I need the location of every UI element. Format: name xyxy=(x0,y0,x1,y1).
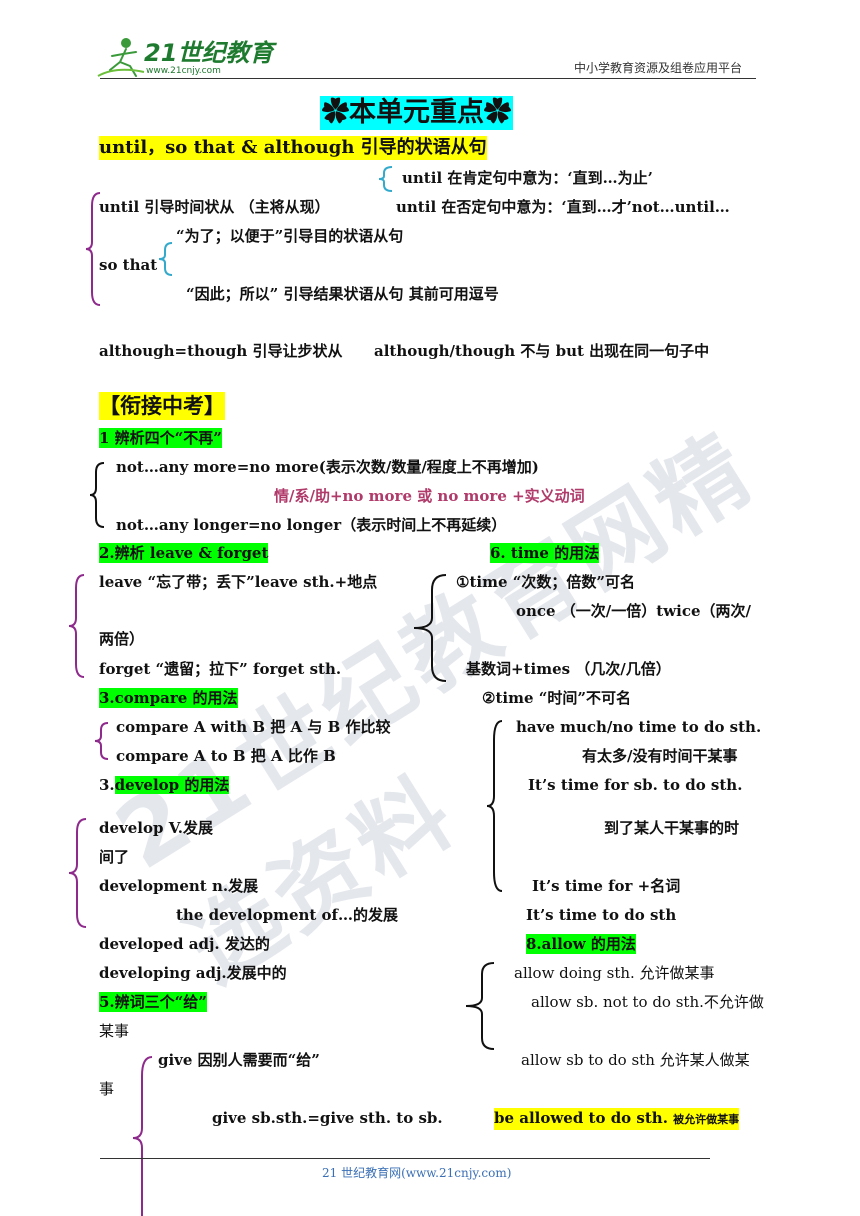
s6-a-text: ①time “次数；倍数”可名 xyxy=(456,573,635,591)
runner-logo-icon xyxy=(97,38,145,77)
developed-text: developed adj. 发达的 xyxy=(99,935,270,953)
sothat-purpose-text: “为了；以便于”引导目的状语从句 xyxy=(176,227,404,245)
brace-icon xyxy=(378,166,393,192)
logo-url-text: www.21cnjy.com xyxy=(146,66,221,76)
heading-8: 8.allow 的用法 xyxy=(526,934,636,954)
s6-f-text: 有太多/没有时间干某事 xyxy=(582,747,738,765)
give-b-text: give sb.sth.=give sth. to sb. xyxy=(212,1109,443,1127)
give-a-text: give 因别人需要而“给” xyxy=(158,1051,320,1069)
section-heading: 【衔接中考】 xyxy=(99,392,225,420)
s6-j-text: It’s time to do sth xyxy=(526,906,677,924)
allow-a-text: allow doing sth. 允许做某事 xyxy=(514,964,715,982)
heading-3: 3.compare 的用法 xyxy=(99,688,238,708)
forget-text: forget “遗留；拉下” forget sth. xyxy=(99,660,342,678)
developing-text: developing adj.发展中的 xyxy=(99,964,287,982)
brace-icon xyxy=(158,242,173,276)
platform-text: 中小学教育资源及组卷应用平台 xyxy=(574,61,743,75)
s1-a-text: not…any more=no more(表示次数/数量/程度上不再增加) xyxy=(116,458,539,476)
heading-6: 6. time 的用法 xyxy=(490,543,600,563)
heading-2: 2.辨析 leave & forget xyxy=(99,543,269,563)
brace-icon xyxy=(94,722,109,760)
s6-c-text: 基数词+times （几次/几倍） xyxy=(466,660,671,678)
logo-main-text: 21世纪教育 xyxy=(144,39,274,67)
develop-text: develop V.发展 xyxy=(99,819,213,837)
heading-3b-prefix: 3. xyxy=(99,776,115,794)
s6-e-text: have much/no time to do sth. xyxy=(516,718,762,736)
heading-5: 5.辨词三个“给” xyxy=(99,992,207,1012)
sothat-label: so that xyxy=(99,256,158,274)
s6-b-text: once （一次/一倍）twice（两次/ xyxy=(516,602,751,620)
brace-icon xyxy=(68,818,87,928)
brace-icon xyxy=(465,962,495,1050)
heading-1: 1 辨析四个“不再” xyxy=(99,428,222,448)
s6-d-text: ②time “时间”不可名 xyxy=(482,689,631,707)
s1-b-text: 情/系/助+no more 或 no more +实义动词 xyxy=(274,487,585,505)
footer-text: 21 世纪教育网(www.21cnjy.com) xyxy=(322,1166,512,1180)
page-title: ✿本单元重点✿ xyxy=(320,96,513,130)
although-note-text: although/though 不与 but 出现在同一句子中 xyxy=(374,342,710,360)
allowed-en-text: be allowed to do sth. xyxy=(494,1109,668,1127)
brace-icon xyxy=(89,462,105,528)
allowed-phrase: be allowed to do sth. 被允许做某事 xyxy=(494,1108,740,1130)
compare-to-text: compare A to B 把 A 比作 B xyxy=(116,747,336,765)
brace-icon xyxy=(132,1056,153,1216)
leave-text: leave “忘了带；丢下”leave sth.+地点 xyxy=(99,573,378,591)
give-wrap1-text: 某事 xyxy=(99,1022,130,1040)
compare-with-text: compare A with B 把 A 与 B 作比较 xyxy=(116,718,391,736)
allow-c-text: allow sb to do sth 允许某人做某 xyxy=(521,1051,750,1069)
develop-wrap-text: 间了 xyxy=(99,848,130,866)
s1-c-text: not…any longer=no longer（表示时间上不再延续） xyxy=(116,516,507,534)
s6-g-text: It’s time for sb. to do sth. xyxy=(528,776,743,794)
subtitle: until，so that & although 引导的状语从句 xyxy=(99,136,487,160)
heading-3b: 3.develop 的用法 xyxy=(99,775,230,795)
sothat-result-text: “因此；所以” 引导结果状语从句 其前可用逗号 xyxy=(186,285,499,303)
although-main-text: although=though 引导让步状从 xyxy=(99,342,343,360)
until-main-text: until 引导时间状从 （主将从现） xyxy=(99,198,330,216)
leave-wrap-text: 两倍） xyxy=(99,630,145,648)
until-positive-text: until 在肯定句中意为：‘直到…为止’ xyxy=(402,169,653,187)
brace-icon xyxy=(68,574,85,678)
allow-b-text: allow sb. not to do sth.不允许做 xyxy=(531,993,764,1011)
until-negative-text: until 在否定句中意为：‘直到…才’not…until… xyxy=(396,198,730,216)
heading-3b-label: develop 的用法 xyxy=(114,776,230,794)
header-divider xyxy=(100,78,756,79)
s6-h-text: 到了某人干某事的时 xyxy=(604,819,740,837)
allowed-cn-text: 被允许做某事 xyxy=(673,1113,740,1126)
development-of-text: the development of…的发展 xyxy=(176,906,399,924)
footer-divider xyxy=(100,1158,710,1159)
brace-icon xyxy=(486,720,503,892)
s6-i-text: It’s time for +名词 xyxy=(532,877,681,895)
brace-icon xyxy=(85,192,101,306)
give-wrap2-text: 事 xyxy=(99,1080,115,1098)
brace-icon xyxy=(413,574,447,682)
development-text: development n.发展 xyxy=(99,877,259,895)
